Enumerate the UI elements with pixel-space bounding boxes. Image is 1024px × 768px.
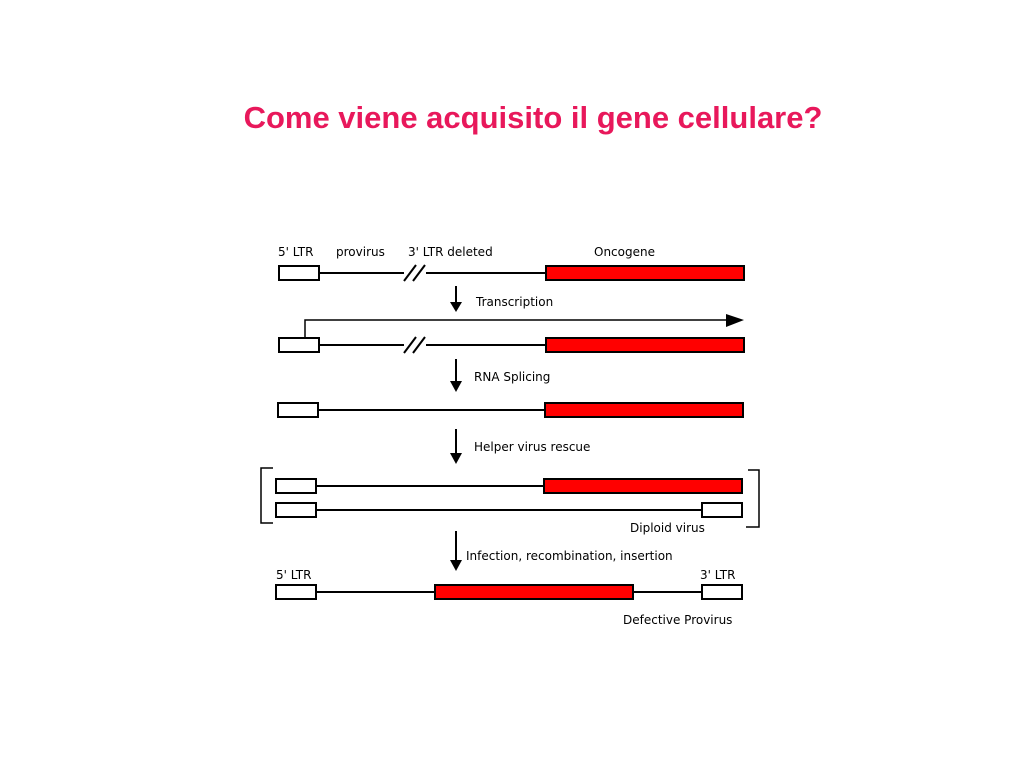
row-provirus: 5' LTR provirus 3' LTR deleted Oncogene xyxy=(278,245,745,282)
ltr-box xyxy=(278,337,320,353)
step-helper-rescue: Helper virus rescue xyxy=(450,429,590,464)
right-bracket xyxy=(746,469,760,528)
step-transcription: Transcription xyxy=(450,286,553,312)
label-provirus: provirus xyxy=(336,245,385,259)
oncogene-box xyxy=(544,402,744,418)
deletion-mark xyxy=(403,336,426,354)
down-arrow-icon xyxy=(450,453,462,464)
row-spliced xyxy=(277,402,744,418)
oncogene-box xyxy=(545,265,745,281)
ltr-box xyxy=(701,502,743,518)
step-rna-splicing: RNA Splicing xyxy=(450,359,550,392)
label-5-ltr: 5' LTR xyxy=(278,245,313,259)
slide-title: Come viene acquisito il gene cellulare? xyxy=(243,100,823,135)
right-arrow-icon xyxy=(726,314,744,327)
label-3-ltr-deleted: 3' LTR deleted xyxy=(408,245,493,259)
ltr-box xyxy=(701,584,743,600)
down-arrow-icon xyxy=(450,381,462,392)
ltr-box xyxy=(278,265,320,281)
oncogene-box xyxy=(545,337,745,353)
ltr-box xyxy=(275,502,317,518)
label-5-ltr-final: 5' LTR xyxy=(276,568,311,582)
step-label: RNA Splicing xyxy=(474,370,550,384)
down-arrow-icon xyxy=(450,560,462,571)
oncogene-box xyxy=(434,584,634,600)
deletion-mark xyxy=(403,264,426,282)
ltr-box xyxy=(277,402,319,418)
label-diploid-virus: Diploid virus xyxy=(630,521,705,535)
label-3-ltr-final: 3' LTR xyxy=(700,568,735,582)
transcript-line xyxy=(304,319,730,337)
step-label: Infection, recombination, insertion xyxy=(466,549,673,563)
label-oncogene: Oncogene xyxy=(594,245,655,259)
row-transcribed xyxy=(278,314,745,354)
down-arrow-icon xyxy=(450,302,462,312)
row-diploid: Diploid virus xyxy=(260,467,760,535)
ltr-box xyxy=(275,478,317,494)
left-bracket xyxy=(260,467,273,524)
oncogene-box xyxy=(543,478,743,494)
step-label: Helper virus rescue xyxy=(474,440,590,454)
row-defective-provirus: 5' LTR 3' LTR Defective Provirus xyxy=(275,568,743,627)
ltr-box xyxy=(275,584,317,600)
label-defective-provirus: Defective Provirus xyxy=(623,613,732,627)
step-infection: Infection, recombination, insertion xyxy=(450,531,673,571)
step-label: Transcription xyxy=(475,295,553,309)
